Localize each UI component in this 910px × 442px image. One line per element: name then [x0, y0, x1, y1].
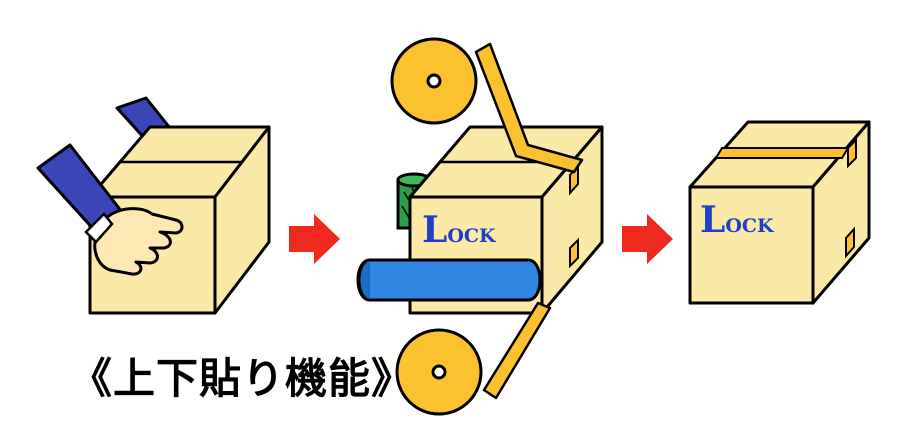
- step2-taping-machine: LOCK: [356, 37, 604, 416]
- right-arrow-icon: [622, 214, 673, 264]
- lock-logo: LOCK: [422, 209, 497, 251]
- box3-side-tape-bottom: [845, 226, 855, 259]
- lock-logo-initial: L: [422, 209, 447, 251]
- lock-logo-initial: L: [700, 199, 725, 241]
- bottom-tape-strip: [482, 301, 552, 400]
- right-arrow-icon: [289, 214, 340, 264]
- top-roll-core: [426, 73, 442, 89]
- side-tape-stub-bottom: [569, 237, 579, 269]
- step1-box-with-hand: [36, 96, 271, 315]
- blue-conveyor-roller: [356, 258, 542, 302]
- box3-top-tape: [714, 147, 850, 159]
- lock-logo: LOCK: [700, 199, 775, 241]
- step3-sealed-box: LOCK: [688, 120, 871, 305]
- lock-logo-rest: OCK: [447, 225, 497, 247]
- box3-side-tape-top: [847, 137, 857, 169]
- box3-side: [811, 120, 871, 305]
- top-tape-strip: [474, 42, 584, 174]
- arm-cuff: [84, 212, 114, 244]
- bottom-roll-core: [431, 364, 447, 380]
- lock-logo-rest: OCK: [725, 215, 775, 237]
- box1-side: [213, 125, 271, 315]
- feature-caption: 《上下貼り機能》: [70, 354, 415, 403]
- box2-side: [540, 125, 604, 315]
- hand-icon: [93, 207, 184, 276]
